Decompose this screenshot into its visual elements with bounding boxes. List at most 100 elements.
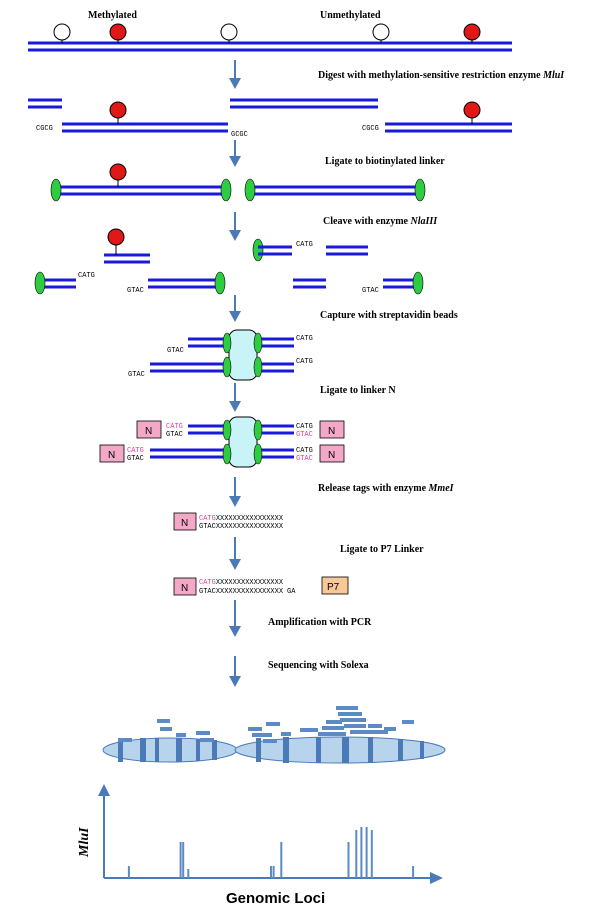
arrow-icon <box>229 600 241 637</box>
methylated-site-icon <box>107 228 125 246</box>
linker-n-text: N <box>181 518 188 529</box>
biotinylated-fragments <box>50 163 426 202</box>
unmethylated-site-icon <box>220 23 238 43</box>
arrow-icon <box>229 383 241 412</box>
arrow-icon <box>229 656 241 687</box>
seq-catg: CATG <box>296 423 313 431</box>
methylated-site-icon <box>109 163 127 181</box>
methylated-site-icon <box>463 101 481 119</box>
digested-fragments: CGCG GCGC CGCG <box>28 98 512 139</box>
step-capture-label: Capture with streptavidin beads <box>320 310 458 321</box>
y-axis-arrow-icon <box>98 784 110 796</box>
seq-gtac-magenta: GTAC <box>296 455 313 463</box>
arrow-icon <box>229 537 241 570</box>
mlui-profile-chart: MluI Genomic Loci <box>77 784 443 907</box>
biotin-linker-icon <box>222 356 232 378</box>
arrow-icon <box>229 140 241 167</box>
step-sequencing-label: Sequencing with Solexa <box>268 660 369 671</box>
step-ligate-biotin-label: Ligate to biotinylated linker <box>325 156 445 167</box>
linker-p7-box <box>321 576 349 595</box>
seq-gtac: GTAC <box>167 347 184 355</box>
cleaved-fragments: CATG GTAC CATG GTAC <box>34 228 424 295</box>
biotin-linker-icon <box>220 178 232 202</box>
seq-gtac: GTAC <box>127 455 144 463</box>
biotin-linker-icon <box>222 332 232 354</box>
methylated-label: Methylated <box>88 10 137 21</box>
chart-bars <box>127 827 415 878</box>
seq-catg: CATG <box>296 358 313 366</box>
linker-n-box <box>319 420 345 439</box>
unmethylated-site-icon <box>53 23 71 43</box>
seq-catg: CATG <box>296 241 313 249</box>
step-ligate-n-label: Ligate to linker N <box>320 385 396 396</box>
biotin-linker-icon <box>253 332 263 354</box>
methylated-site-icon <box>109 23 127 43</box>
chromosome-reads <box>102 706 446 764</box>
linker-n-box <box>99 444 125 463</box>
seq-gtac: GTAC <box>166 431 183 439</box>
genomic-dna: Methylated Unmethylated <box>28 10 512 52</box>
released-tag: N CATGXXXXXXXXXXXXXXXX GTACXXXXXXXXXXXXX… <box>173 512 284 531</box>
tag-bottom-sequence: GTACXXXXXXXXXXXXXXXX <box>199 523 284 531</box>
biotin-linker-icon <box>252 238 264 262</box>
step-release-label: Release tags with enzyme MmeI <box>318 483 455 494</box>
y-axis-label: MluI <box>77 827 92 858</box>
bead-capture: GTAC GTAC CATG CATG <box>128 329 313 381</box>
linker-n-text: N <box>328 426 335 437</box>
tag-top-sequence: CATGXXXXXXXXXXXXXXXX <box>199 579 284 587</box>
seq-catg: CATG <box>296 447 313 455</box>
linker-n-text: N <box>145 426 152 437</box>
unmethylated-site-icon <box>372 23 390 43</box>
biotin-linker-icon <box>412 271 424 295</box>
x-axis-label: Genomic Loci <box>226 890 325 907</box>
biotin-linker-icon <box>34 271 46 295</box>
seq-gtac: GTAC <box>362 287 379 295</box>
linker-n-box <box>173 577 197 596</box>
arrow-icon <box>229 60 241 89</box>
step-cleave-label: Cleave with enzyme NlaIII <box>323 216 438 227</box>
linker-n-ligation: N CATG GTAC N CATG GTAC CATG GTAC N CATG… <box>99 416 345 468</box>
linker-n-box <box>136 420 162 439</box>
arrow-icon <box>229 295 241 322</box>
streptavidin-bead-icon <box>228 416 258 468</box>
methylated-site-icon <box>463 23 481 43</box>
methylated-site-icon <box>109 101 127 119</box>
biotin-linker-icon <box>222 419 232 441</box>
linker-n-text: N <box>181 583 188 594</box>
seq-catg-magenta: CATG <box>166 423 183 431</box>
step-ligate-p7-label: Ligate to P7 Linker <box>340 544 424 555</box>
step-digest-label: Digest with methylation-sensitive restri… <box>318 70 565 81</box>
tag-top-sequence: CATGXXXXXXXXXXXXXXXX <box>199 515 284 523</box>
biotin-linker-icon <box>253 356 263 378</box>
linker-n-box <box>319 444 345 463</box>
seq-cgcg: CGCG <box>36 125 53 133</box>
seq-gtac: GTAC <box>127 287 144 295</box>
seq-catg-magenta: CATG <box>127 447 144 455</box>
biotin-linker-icon <box>214 271 226 295</box>
step-pcr-label: Amplification with PCR <box>268 617 372 628</box>
streptavidin-bead-icon <box>228 329 258 381</box>
seq-gtac-magenta: GTAC <box>296 431 313 439</box>
biotin-linker-icon <box>222 443 232 465</box>
biotin-linker-icon <box>414 178 426 202</box>
biotin-linker-icon <box>253 443 263 465</box>
linker-n-text: N <box>108 450 115 461</box>
biotin-linker-icon <box>253 419 263 441</box>
p7-ligated-tag: N CATGXXXXXXXXXXXXXXXX GTACXXXXXXXXXXXXX… <box>173 576 349 596</box>
seq-catg: CATG <box>296 335 313 343</box>
arrow-icon <box>229 477 241 507</box>
seq-catg: CATG <box>78 272 95 280</box>
arrow-icon <box>229 212 241 241</box>
linker-n-box <box>173 512 197 531</box>
linker-p7-text: P7 <box>327 582 340 593</box>
x-axis-arrow-icon <box>430 872 443 884</box>
seq-gcgc: GCGC <box>231 131 248 139</box>
biotin-linker-icon <box>244 178 256 202</box>
biotin-linker-icon <box>50 178 62 202</box>
linker-n-text: N <box>328 450 335 461</box>
seq-gtac: GTAC <box>128 371 145 379</box>
unmethylated-label: Unmethylated <box>320 10 381 21</box>
seq-cgcg: CGCG <box>362 125 379 133</box>
